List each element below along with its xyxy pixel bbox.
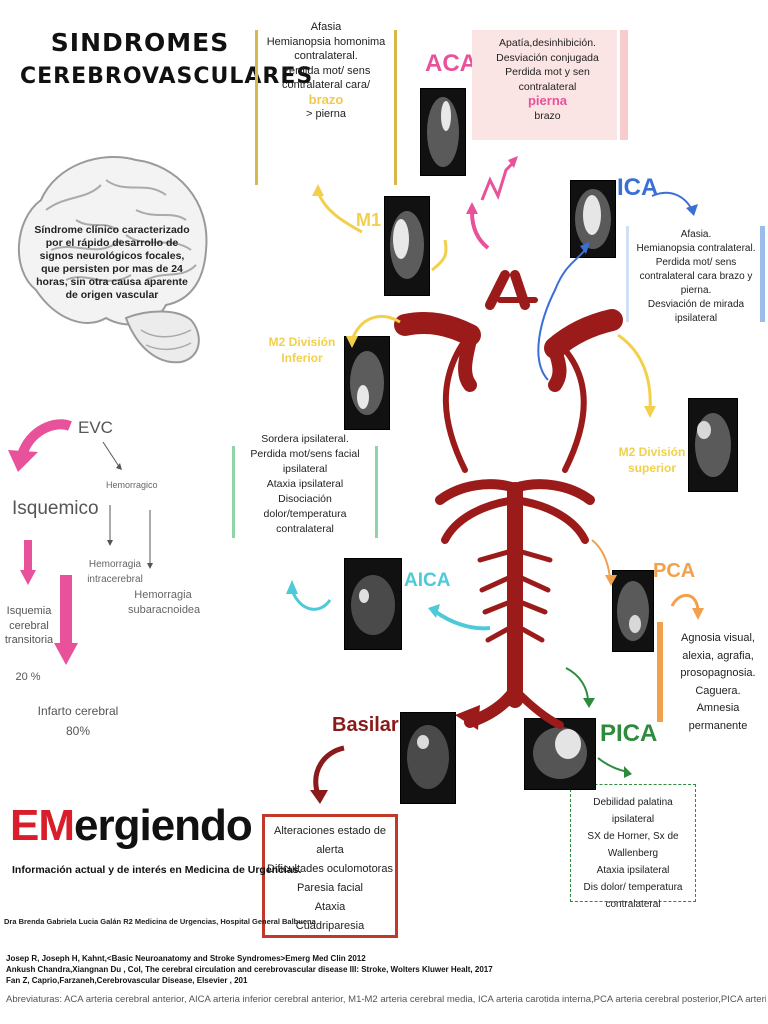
hemorragia-intracerebral-label: Hemorragia intracerebral xyxy=(87,559,143,585)
mri-image-pica xyxy=(524,718,596,790)
aca-line-2: Desviación conjugada xyxy=(496,51,599,64)
pca-symptoms: Agnosia visual, alexia, agrafia, prosopa… xyxy=(670,630,766,735)
mri-image-m2-superior xyxy=(688,398,738,492)
aca-line-1: Apatía,desinhibición. xyxy=(499,37,596,49)
pca-line-4: Caguera. xyxy=(695,684,741,697)
aica-line-4: Disociación dolor/temperatura contralate… xyxy=(263,493,347,535)
brand-logo: EMergiendo xyxy=(10,800,253,852)
isquemia-percent: 20 % xyxy=(15,671,41,683)
pca-line-5: Amnesia permanente xyxy=(688,702,748,732)
classification-arrows xyxy=(8,419,153,665)
aica-line-3: Ataxia ipsilateral xyxy=(266,478,344,490)
pca-line-3: prosopagnosia. xyxy=(680,667,756,679)
m1-highlight: brazo xyxy=(308,91,344,107)
mri-image-m1 xyxy=(384,196,430,296)
m1-symptoms: Afasia Hemianopsia homonima contralatera… xyxy=(262,20,390,122)
infarto-label: Infarto cerebral xyxy=(37,704,119,718)
ica-text-bar-right xyxy=(760,226,765,322)
ica-line-3: Perdida mot/ sens contralateral cara bra… xyxy=(639,257,753,296)
aca-text-bar xyxy=(620,30,628,140)
pica-line-3: Ataxia ipsilateral xyxy=(596,865,670,876)
m1-line-3: Perdida mot/ sens contralateral cara/ xyxy=(281,64,371,92)
aica-text-bar-right xyxy=(375,446,378,538)
basilar-line-2: Dificultades oculomotoras xyxy=(267,863,393,875)
brand-rest: ergiendo xyxy=(74,801,253,850)
pca-line-2: alexia, agrafia, xyxy=(682,649,754,662)
reference-1: Josep R, Joseph H, Kahnt,<Basic Neuroana… xyxy=(6,954,366,963)
hemorragico-label: Hemorragico xyxy=(106,480,158,490)
pica-line-1: Debilidad palatina ipsilateral xyxy=(593,797,673,825)
author-credit: Dra Brenda Gabriela Lucia Galán R2 Medic… xyxy=(4,917,316,926)
m1-text-block xyxy=(255,30,258,185)
pica-line-2: SX de Horner, Sx de Wallenberg xyxy=(587,831,679,859)
aica-label: AICA xyxy=(404,570,451,591)
mri-image-ica xyxy=(570,180,616,258)
brain-illustration xyxy=(17,156,208,364)
ica-label: ICA xyxy=(617,174,659,201)
pca-line-1: Agnosia visual, xyxy=(681,632,755,644)
aica-text-bar xyxy=(232,446,235,538)
reference-3: Fan Z, Caprio,Farzaneh,Cerebrovascular D… xyxy=(6,976,248,985)
aica-symptoms: Sordera ipsilateral. Perdida mot/sens fa… xyxy=(236,432,374,537)
pca-label: PCA xyxy=(653,560,696,582)
m1-label: M1 xyxy=(356,210,382,230)
m1-line-1: Afasia xyxy=(310,21,342,33)
aca-highlight: pierna xyxy=(527,93,567,108)
brand-tagline: Información actual y de interés en Medic… xyxy=(12,864,302,876)
m1-tail: > pierna xyxy=(305,108,347,120)
aica-line-2: Perdida mot/sens facial ipsilateral xyxy=(250,448,360,475)
references: Josep R, Joseph H, Kahnt,<Basic Neuroana… xyxy=(6,953,746,986)
m1-text-block-right xyxy=(394,30,397,185)
basilar-text-box xyxy=(262,814,398,938)
aca-tail: brazo xyxy=(534,109,561,122)
evc-label: EVC xyxy=(78,418,113,437)
pca-text-bar xyxy=(657,622,663,722)
aca-line-3: Perdida mot y sen contralateral xyxy=(505,66,590,93)
mri-image-aca xyxy=(420,88,466,176)
pica-text-box xyxy=(570,784,696,902)
isquemico-label: Isquemico xyxy=(12,498,99,519)
mri-image-aica xyxy=(344,558,402,650)
brand-em: EM xyxy=(10,801,75,850)
basilar-line-1: Alteraciones estado de alerta xyxy=(274,825,386,856)
reference-2: Ankush Chandra,Xiangnan Du , Col, The ce… xyxy=(6,965,493,974)
basilar-line-3: Paresia facial xyxy=(296,882,364,894)
basilar-line-5: Cuadriparesia xyxy=(295,920,365,932)
ica-symptoms: Afasia. Hemianopsia contralateral. Perdi… xyxy=(632,228,760,326)
mri-image-m2-inferior xyxy=(344,336,390,430)
ica-line-1: Afasia. xyxy=(680,229,712,240)
abbreviations: Abreviaturas: ACA arteria cerebral anter… xyxy=(6,994,766,1005)
hemorragia-subaracnoidea-label: Hemorragia subaracnoidea xyxy=(128,589,201,616)
pica-symptoms: Debilidad palatina ipsilateral SX de Hor… xyxy=(572,794,694,913)
basilar-line-4: Ataxia xyxy=(314,901,346,913)
definition-text: Síndrome clínico caracterizado por el rá… xyxy=(34,224,190,301)
pica-label: PICA xyxy=(600,720,658,747)
infarto-percent: 80% xyxy=(65,724,91,738)
aica-line-1: Sordera ipsilateral. xyxy=(261,433,349,445)
mri-image-pca xyxy=(612,570,654,652)
aca-text-bg xyxy=(472,30,617,140)
mri-image-basilar xyxy=(400,712,456,804)
ica-line-2: Hemianopsia contralateral. xyxy=(636,243,756,254)
title-line-1: SINDROMES xyxy=(50,28,230,57)
ica-line-4: Desviación de mirada ipsilateral xyxy=(647,299,745,324)
m2-inferior-label: M2 División Inferior xyxy=(268,335,336,365)
aca-symptoms: Apatía,desinhibición. Desviación conjuga… xyxy=(480,36,615,123)
basilar-label: Basilar xyxy=(332,714,399,736)
m2-superior-label: M2 División superior xyxy=(618,445,686,475)
m1-line-2: Hemianopsia homonima contralateral. xyxy=(266,35,386,63)
isquemia-transitoria-label: Isquemia cerebral transitoria xyxy=(4,605,54,646)
pica-line-4: Dis dolor/ temperatura contralateral xyxy=(583,882,683,910)
ica-text-bar xyxy=(626,226,629,322)
basilar-symptoms: Alteraciones estado de alerta Dificultad… xyxy=(262,822,398,936)
aca-label: ACA xyxy=(425,50,477,77)
